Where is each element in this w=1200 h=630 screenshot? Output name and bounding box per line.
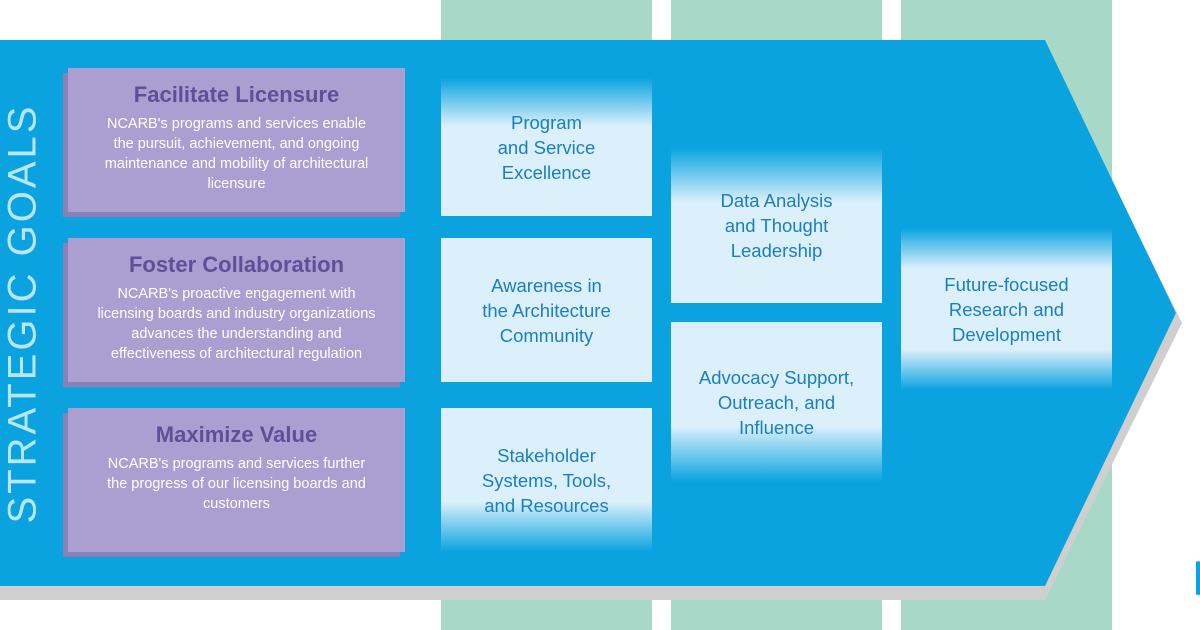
objective-label: Advocacy Support, Outreach, and Influenc…	[698, 366, 855, 438]
goal-foster-collaboration: Foster Collaboration NCARB's proactive e…	[68, 238, 405, 382]
objective-label: Stakeholder Systems, Tools, and Resource…	[481, 444, 612, 516]
goal-title: Facilitate Licensure	[133, 82, 340, 107]
objective-stakeholder-systems: Stakeholder Systems, Tools, and Resource…	[441, 408, 652, 552]
goal-maximize-value: Maximize Value NCARB's programs and serv…	[68, 408, 405, 552]
goal-description: NCARB's programs and services enable the…	[104, 116, 369, 192]
objective-future-focused-research: Future-focused Research and Development	[901, 228, 1112, 390]
objective-advocacy-support: Advocacy Support, Outreach, and Influenc…	[671, 322, 882, 482]
objective-program-service-excellence: Program and Service Excellence	[441, 78, 652, 216]
objective-label: Data Analysis and Thought Leadership	[720, 190, 833, 261]
goal-description: NCARB's programs and services further th…	[107, 456, 366, 512]
goal-facilitate-licensure: Facilitate Licensure NCARB's programs an…	[68, 68, 405, 212]
right-label: E	[1186, 40, 1200, 600]
objective-label: Awareness in the Architecture Community	[482, 274, 611, 346]
goal-description: NCARB's proactive engagement with licens…	[97, 286, 376, 362]
right-label-text: E	[1186, 551, 1200, 600]
side-label: STRATEGIC GOALS	[0, 40, 46, 586]
objective-awareness-architecture-community: Awareness in the Architecture Community	[441, 238, 652, 382]
objective-label: Program and Service Excellence	[497, 111, 596, 183]
objective-data-analysis: Data Analysis and Thought Leadership	[671, 148, 882, 303]
side-label-text: STRATEGIC GOALS	[0, 103, 45, 523]
goal-title: Foster Collaboration	[128, 252, 345, 277]
goal-title: Maximize Value	[155, 422, 318, 447]
objective-label: Future-focused Research and Development	[944, 273, 1069, 345]
